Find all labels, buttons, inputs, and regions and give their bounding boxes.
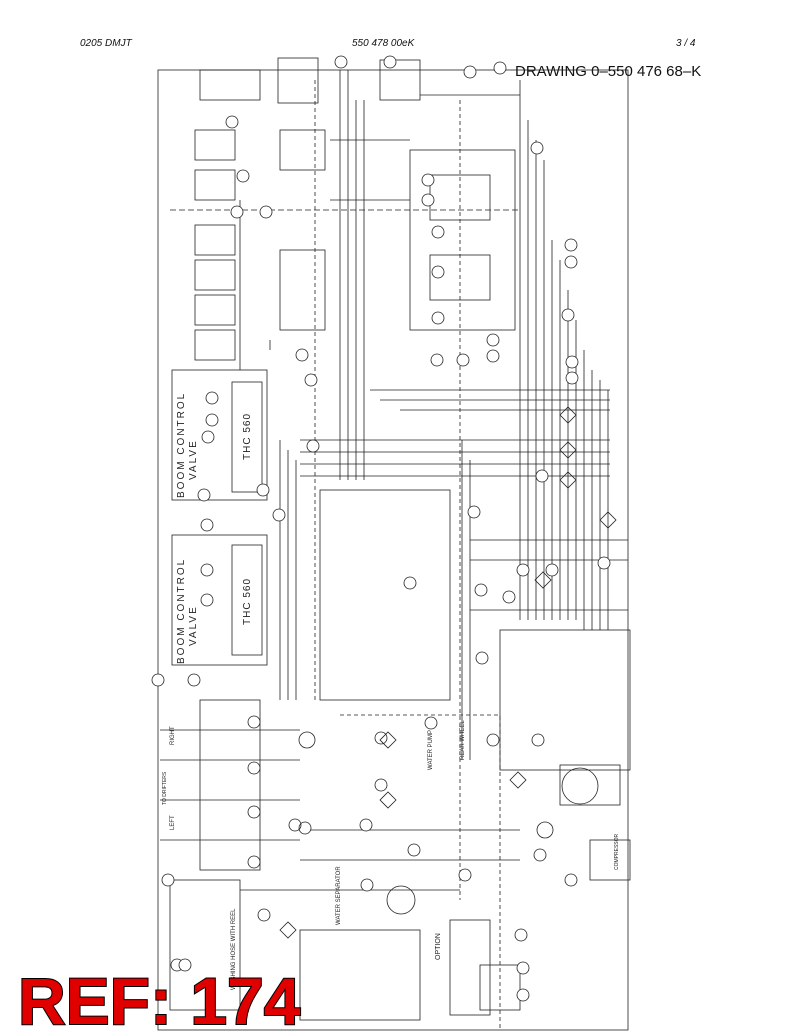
water-separator-label: WATER SEPARATOR xyxy=(336,866,342,925)
thc-label-2: THC 560 xyxy=(242,578,253,625)
washing-hose-reel-block xyxy=(169,879,241,1011)
boom-control-label-2: BOOM CONTROL xyxy=(176,558,187,664)
boom-valve-box-1 xyxy=(171,369,268,501)
water-pump-block xyxy=(499,629,631,771)
drawing-title: DRAWING 0–550 476 68–K xyxy=(515,63,702,80)
right-left-valve-block xyxy=(409,149,516,331)
left-label: LEFT xyxy=(170,815,176,830)
boom-valve-box-2 xyxy=(171,534,268,666)
boom-control-label-1: BOOM CONTROL xyxy=(176,392,187,498)
control-block xyxy=(319,489,451,701)
thc-label-1: THC 560 xyxy=(242,413,253,460)
right-label: RIGHT xyxy=(170,726,176,745)
header-code: 0205 DMJT xyxy=(80,38,132,49)
boom-control-label-2b: VALVE xyxy=(188,605,199,646)
water-pump-label: WATER PUMP xyxy=(428,730,434,770)
boom-control-label-1b: VALVE xyxy=(188,439,199,480)
option-label: OPTION xyxy=(435,933,442,960)
water-separator-block xyxy=(299,929,421,1021)
ref-stamp-text: REF: 174 xyxy=(18,964,301,1034)
header-doc-number: 550 478 00eK xyxy=(352,38,415,49)
header-page-number: 3 / 4 xyxy=(676,38,696,49)
compressor-label: COMPRESSOR xyxy=(614,833,620,870)
washing-hose-label: WASHING HOSE WITH REEL xyxy=(231,908,237,990)
pressure-gauge-icon xyxy=(561,767,599,805)
motor-icon xyxy=(386,885,416,915)
to-drifters-label: TO DRIFTERS xyxy=(162,771,168,805)
rear-wheel-label: REAR WHEEL xyxy=(460,720,466,760)
ref-stamp: REF: 174 xyxy=(17,963,302,1034)
schematic-frame xyxy=(157,69,629,1031)
